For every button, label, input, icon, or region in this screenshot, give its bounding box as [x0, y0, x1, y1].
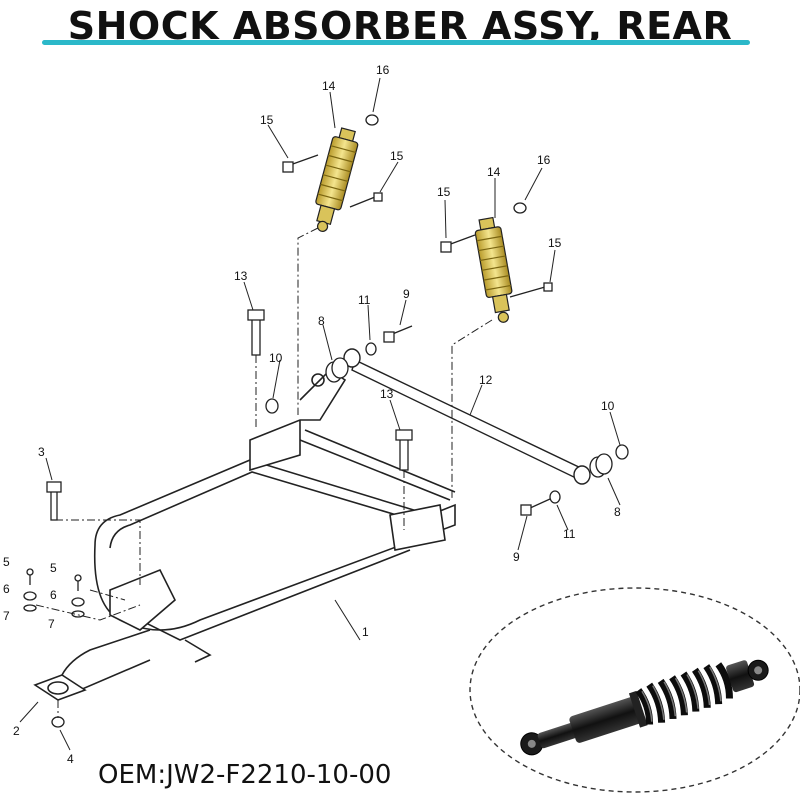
callout-label: 14	[322, 79, 336, 93]
callout-label: 16	[376, 63, 390, 77]
callout-label: 8	[318, 314, 325, 328]
black-shock-absorber	[520, 659, 769, 756]
callout-label: 15	[260, 113, 274, 127]
callout-label: 1	[362, 625, 369, 639]
shock-absorber-left	[315, 127, 359, 232]
alignment-lines	[35, 227, 493, 718]
callout-label: 5	[3, 555, 10, 569]
callout-label: 10	[601, 399, 615, 413]
callout-label: 16	[537, 153, 551, 167]
frame-assembly	[33, 368, 456, 701]
shock-absorber-right	[474, 216, 513, 323]
callout-label: 10	[269, 351, 283, 365]
callout-label: 8	[614, 505, 621, 519]
cross-rod	[343, 348, 591, 485]
callout-label: 15	[548, 236, 562, 250]
bushings	[265, 342, 629, 504]
callout-label: 5	[50, 561, 57, 575]
callout-label: 2	[13, 724, 20, 738]
leader-lines	[19, 77, 621, 751]
callout-label: 7	[3, 609, 10, 623]
callout-label: 9	[403, 287, 410, 301]
callout-label: 13	[234, 269, 248, 283]
callout-label: 13	[380, 387, 394, 401]
oem-part-number: OEM:JW2-F2210-10-00	[98, 760, 392, 790]
callout-label: 15	[437, 185, 451, 199]
callout-label: 7	[48, 617, 55, 631]
callout-label: 12	[479, 373, 493, 387]
product-photo-inset	[469, 587, 800, 793]
callout-label: 3	[38, 445, 45, 459]
bolts	[23, 114, 553, 728]
callout-label: 14	[487, 165, 501, 179]
callout-label: 6	[50, 588, 57, 602]
callout-label: 4	[67, 752, 74, 766]
callout-label: 9	[513, 550, 520, 564]
callout-labels: 1 2 3 4 5 5 6 6 7 7 8 8 9 9 10 10 11 11 …	[3, 63, 621, 766]
callout-label: 11	[563, 527, 576, 541]
callout-label: 11	[358, 293, 371, 307]
title-underline	[42, 40, 750, 45]
callout-label: 15	[390, 149, 404, 163]
callout-label: 6	[3, 582, 10, 596]
